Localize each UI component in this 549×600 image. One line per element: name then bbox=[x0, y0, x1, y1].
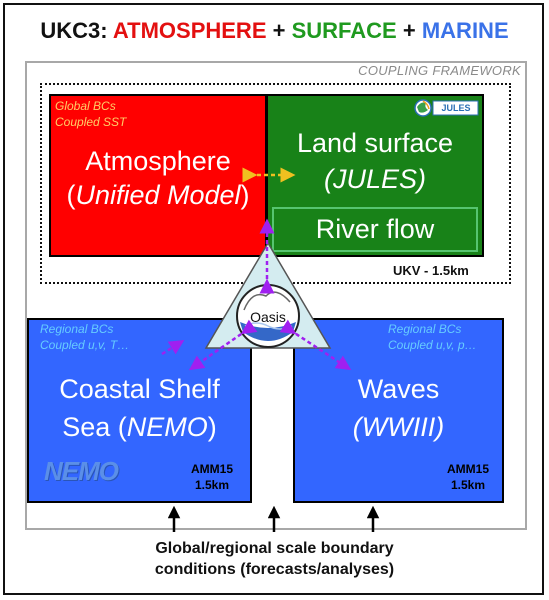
atmosphere-model: (Unified Model) bbox=[49, 179, 267, 212]
land-surface-model: (JULES) bbox=[323, 164, 426, 194]
river-flow-label: River flow bbox=[315, 214, 435, 244]
oasis-label: Oasis bbox=[250, 309, 286, 325]
jules-logo: JULES bbox=[414, 98, 480, 118]
coupling-framework-label: COUPLING FRAMEWORK bbox=[358, 63, 521, 78]
atmosphere-model-open: ( bbox=[66, 180, 76, 210]
coastal-name-line2: Sea (NEMO) bbox=[27, 411, 252, 444]
title-marine: MARINE bbox=[421, 18, 509, 43]
waves-res-line2: 1.5km bbox=[450, 478, 486, 492]
nemo-logo: NEMO bbox=[44, 456, 126, 486]
coastal-name-line1: Coastal Shelf bbox=[59, 374, 220, 404]
waves-model: (WWIII) bbox=[352, 412, 445, 442]
coupling-framework-box bbox=[25, 61, 527, 530]
atmosphere-note-line2: Coupled SST bbox=[55, 115, 127, 129]
atmosphere-name: Atmosphere bbox=[85, 146, 231, 176]
title-prefix: UKC3: bbox=[40, 18, 108, 43]
outer-frame bbox=[3, 3, 544, 595]
jules-logo-text: JULES bbox=[441, 103, 471, 113]
land-surface-box bbox=[266, 94, 484, 257]
boundary-conditions-line2: conditions (forecasts/analyses) bbox=[154, 561, 395, 578]
page-title: UKC3: ATMOSPHERE + SURFACE + MARINE bbox=[0, 18, 549, 44]
coastal-res-line2: 1.5km bbox=[194, 478, 230, 492]
waves-res-line1: AMM15 bbox=[446, 462, 489, 476]
title-atmosphere: ATMOSPHERE bbox=[112, 18, 267, 43]
boundary-conditions-line1: Global/regional scale boundary bbox=[155, 540, 394, 557]
waves-note-line2: Coupled u,v, p… bbox=[388, 338, 477, 352]
atmosphere-model-close: ) bbox=[240, 180, 250, 210]
coastal-name-sea: Sea ( bbox=[62, 412, 127, 442]
waves-note-line1: Regional BCs bbox=[388, 322, 462, 336]
coastal-name-close: ) bbox=[207, 412, 217, 442]
coastal-res-line1: AMM15 bbox=[190, 462, 233, 476]
nemo-logo-text: NEMO bbox=[44, 456, 119, 486]
waves-name: Waves bbox=[357, 374, 440, 404]
boundary-conditions-text: Global/regional scale boundary condition… bbox=[0, 538, 549, 580]
coastal-name-model: NEMO bbox=[126, 412, 208, 442]
coastal-note-line1: Regional BCs bbox=[40, 322, 114, 336]
oasis-to-coastal-arrow bbox=[188, 319, 258, 371]
atmosphere-model-name: Unified Model bbox=[75, 180, 241, 210]
coastal-note-line2: Coupled u,v, T… bbox=[40, 338, 130, 352]
title-plus-1: + bbox=[272, 18, 286, 43]
ukv-label: UKV - 1.5km bbox=[393, 263, 469, 278]
jules-logo-graphic bbox=[414, 99, 479, 117]
coastal-to-oasis-short bbox=[161, 340, 185, 356]
land-surface-name: Land surface bbox=[296, 128, 454, 158]
title-plus-2: + bbox=[402, 18, 416, 43]
atmosphere-note-line1: Global BCs bbox=[55, 99, 116, 113]
title-surface: SURFACE bbox=[291, 18, 397, 43]
oasis-to-waves-arrow bbox=[279, 319, 352, 371]
